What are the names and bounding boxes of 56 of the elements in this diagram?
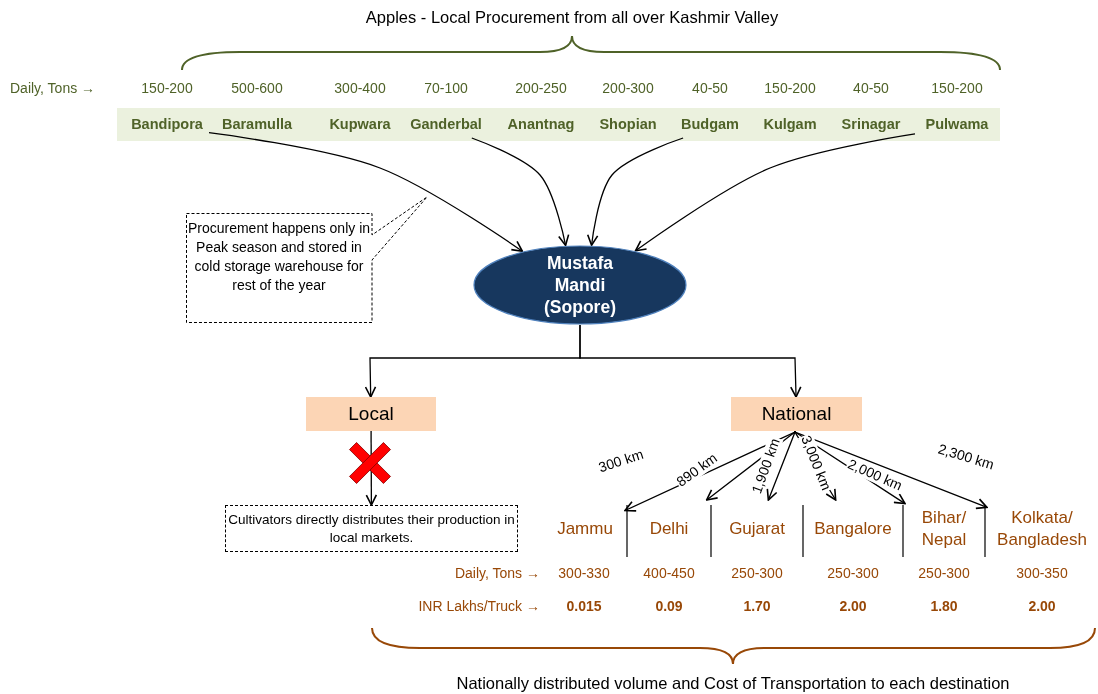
district-label: Srinagar xyxy=(829,110,913,138)
arrow xyxy=(471,137,570,247)
district-label: Ganderbal xyxy=(404,110,488,138)
category-box xyxy=(731,397,862,431)
cost-value: 2.00 xyxy=(1028,598,1056,614)
tonnage-value: 300-330 xyxy=(558,565,610,581)
caption: Nationally distributed volume and Cost of Transportation to each destination xyxy=(456,674,1010,693)
category-box xyxy=(306,397,436,431)
note-text: Procurement happens only in Peak season and stored in cold storage warehouse for rest of the year xyxy=(186,219,372,295)
tonnage-value: 300-400 xyxy=(334,80,386,96)
tonnage-value: 500-600 xyxy=(231,80,283,96)
tonnage-value: 250-300 xyxy=(827,565,879,581)
tonnage-value: 40-50 xyxy=(853,80,889,96)
tonnage-value: 40-50 xyxy=(692,80,728,96)
tonnage-value: 150-200 xyxy=(141,80,193,96)
tonnage-value: 400-450 xyxy=(643,565,695,581)
tonnage-value: 150-200 xyxy=(764,80,816,96)
cost-value: 1.80 xyxy=(930,598,958,614)
category-label: Local xyxy=(348,403,394,425)
destination-label: Gujarat xyxy=(713,500,801,558)
note-text: Cultivators directly distributes their production in local markets. xyxy=(227,510,516,547)
arrow xyxy=(766,430,796,501)
district-label: Anantnag xyxy=(499,110,583,138)
tonnage-value: 70-100 xyxy=(424,80,468,96)
category-label: National xyxy=(761,403,832,425)
arrow xyxy=(587,137,684,247)
arrow xyxy=(579,324,802,398)
callout-note xyxy=(186,196,428,323)
market-name: Mustafa Mandi (Sopore) xyxy=(543,252,617,318)
tonnage-value: 200-250 xyxy=(515,80,567,96)
district-label: Kupwara xyxy=(318,110,402,138)
row-header: Daily, Tons → xyxy=(454,565,540,581)
tonnage-value: 250-300 xyxy=(731,565,783,581)
tonnage-value: 300-350 xyxy=(1016,565,1068,581)
arrow xyxy=(634,133,916,252)
destination-label: Bangalore xyxy=(805,500,901,558)
tonnage-value: 150-200 xyxy=(931,80,983,96)
district-label: Pulwama xyxy=(915,110,999,138)
district-label: Baramulla xyxy=(215,110,299,138)
destination-label: Bihar/ Nepal xyxy=(905,500,983,558)
cost-value: 0.015 xyxy=(566,598,602,614)
cost-value: 1.70 xyxy=(743,598,771,614)
tonnage-value: 250-300 xyxy=(918,565,970,581)
market-ellipse xyxy=(473,245,687,325)
destination-label: Jammu xyxy=(545,500,625,558)
district-label: Bandipora xyxy=(125,110,209,138)
cost-value: 0.09 xyxy=(655,598,683,614)
cost-value: 2.00 xyxy=(839,598,867,614)
destination-label: Delhi xyxy=(629,500,709,558)
row-header: Daily, Tons → xyxy=(10,80,96,96)
arrow xyxy=(208,132,524,253)
destination-label: Kolkata/ Bangladesh xyxy=(987,500,1097,558)
district-label: Shopian xyxy=(586,110,670,138)
row-header: INR Lakhs/Truck → xyxy=(418,598,540,614)
tonnage-value: 200-300 xyxy=(602,80,654,96)
title: Apples - Local Procurement from all over Kashmir Valley xyxy=(365,8,779,27)
